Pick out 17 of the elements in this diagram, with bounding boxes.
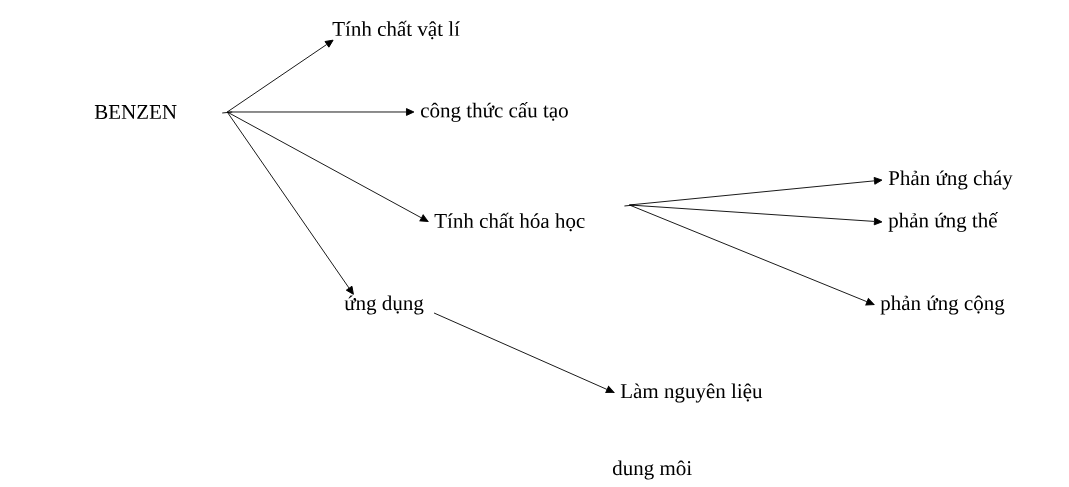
topic-text: Tính chất vật lí [332, 20, 460, 40]
arrow [628, 204, 883, 226]
topic-text: dung môi [612, 460, 692, 480]
topic-text: Phản ứng cháy [888, 170, 1013, 190]
topic-text: phản ứng thế [888, 212, 999, 232]
arrow [226, 111, 429, 222]
topic-text: Làm nguyên liệu [620, 383, 763, 403]
topic-text: phản ứng cộng [880, 295, 1005, 315]
arrow [226, 108, 415, 116]
topic-text: Tính chất hóa học [434, 212, 585, 232]
arrow [433, 312, 615, 394]
arrow [628, 204, 875, 306]
topic-text: BENZEN [94, 105, 177, 119]
topic-text: công thức cấu tạo [421, 102, 568, 122]
arrow [226, 111, 354, 295]
arrow [226, 39, 334, 113]
topic-text: ứng dụng [344, 295, 424, 315]
